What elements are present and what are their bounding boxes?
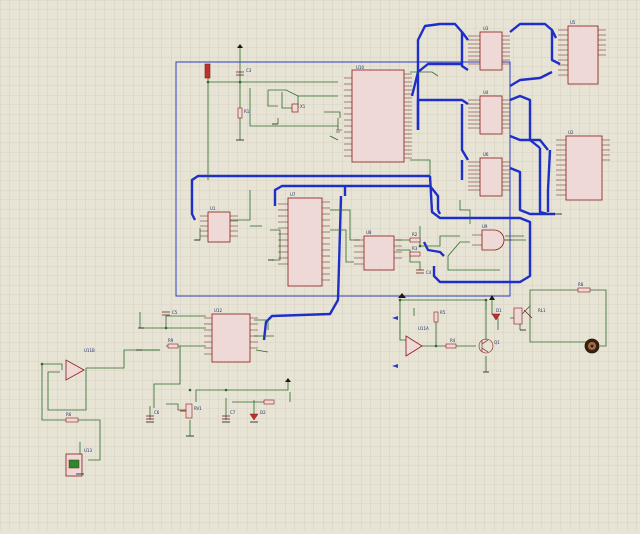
chip-u3[interactable]: U3 [468, 26, 510, 71]
chip-u11b-label: U11B [84, 348, 95, 353]
part-r2-label: R2 [412, 232, 418, 237]
sheet-frame [175, 61, 511, 297]
power-ground-markers [76, 44, 562, 475]
chip-u9[interactable]: U9 [472, 224, 512, 251]
chip-u7-label: U7 [290, 192, 296, 197]
chip-u8-label: U8 [366, 230, 372, 235]
chip-u10[interactable]: U10 [344, 65, 412, 163]
chip-u5[interactable]: U5 [558, 20, 606, 85]
chip-u11a[interactable]: U11A [405, 326, 429, 357]
part-d1[interactable]: D1 [491, 308, 502, 321]
resistor-misc[interactable] [263, 399, 275, 405]
part-rl1[interactable]: RL1 [513, 307, 546, 325]
chip-u1[interactable]: U1 [200, 206, 238, 243]
part-d1-label: D1 [496, 308, 502, 313]
part-c4-label: C4 [426, 270, 432, 275]
part-rv1[interactable]: RV1 [180, 403, 202, 419]
part-r8-label: R8 [578, 282, 584, 287]
part-r1-label: R1 [244, 109, 250, 114]
part-c6[interactable]: C6 [146, 410, 160, 420]
part-c5-label: C5 [172, 310, 178, 315]
chips: U10 U3 U4 U6 [65, 20, 610, 477]
part-c7-label: C7 [230, 410, 236, 415]
part-r9[interactable]: R9 [167, 338, 179, 349]
chip-u2-label: U2 [568, 130, 574, 135]
chip-u6-label: U6 [483, 152, 489, 157]
part-r2[interactable]: R2 [409, 232, 421, 243]
passive-parts: X1 C3 R1 R2 R3 C4 R5 [65, 63, 600, 423]
reset-switch[interactable] [204, 63, 211, 79]
chip-u4-label: U4 [483, 90, 489, 95]
part-r3[interactable]: R3 [409, 246, 421, 257]
chip-u9-label: U9 [482, 224, 488, 229]
part-r4-label: R4 [450, 338, 456, 343]
part-x1[interactable]: X1 [291, 103, 306, 113]
part-rv1-label: RV1 [194, 406, 202, 411]
part-r4[interactable]: R4 [445, 338, 457, 349]
part-c3-label: C3 [246, 68, 252, 73]
chip-u6[interactable]: U6 [468, 152, 510, 197]
part-r5-label: R5 [440, 310, 446, 315]
chip-u10-label: U10 [356, 65, 364, 70]
motor[interactable] [584, 338, 600, 354]
chip-u11b[interactable]: U11B [65, 348, 95, 381]
part-x1-label: X1 [300, 104, 306, 109]
supply-arrows [392, 316, 398, 368]
part-r6-label: R6 [66, 412, 72, 417]
part-c4[interactable]: C4 [416, 269, 432, 275]
part-d2[interactable]: D2 [249, 410, 266, 421]
part-c6-label: C6 [154, 410, 160, 415]
junction-dots [40, 80, 488, 392]
part-r5[interactable]: R5 [433, 310, 446, 323]
part-c3[interactable]: C3 [236, 68, 252, 76]
part-d2-label: D2 [260, 410, 266, 415]
chip-u11a-label: U11A [418, 326, 429, 331]
chip-u12[interactable]: U12 [204, 308, 258, 363]
chip-u2[interactable]: U2 [556, 130, 610, 201]
chip-u13-label: U13 [84, 448, 92, 453]
chip-u3-label: U3 [483, 26, 489, 31]
chip-u1-label: U1 [210, 206, 216, 211]
part-r1[interactable]: R1 [237, 107, 250, 119]
chip-u4[interactable]: U4 [468, 90, 510, 135]
chip-u7[interactable]: U7 [278, 192, 330, 287]
part-r3-label: R3 [412, 246, 418, 251]
chip-u5-label: U5 [570, 20, 576, 25]
part-c7[interactable]: C7 [222, 410, 236, 420]
part-q1-label: Q1 [494, 340, 500, 345]
part-r6[interactable]: R6 [65, 412, 79, 423]
part-q1[interactable]: Q1 [478, 338, 500, 354]
chip-u8[interactable]: U8 [354, 230, 402, 271]
chip-u13[interactable]: U13 [65, 448, 92, 477]
part-rl1-label: RL1 [538, 308, 546, 313]
part-r8[interactable]: R8 [577, 282, 591, 293]
chip-u12-label: U12 [214, 308, 222, 313]
part-r9-label: R9 [168, 338, 174, 343]
part-c5[interactable]: C5 [162, 310, 178, 316]
